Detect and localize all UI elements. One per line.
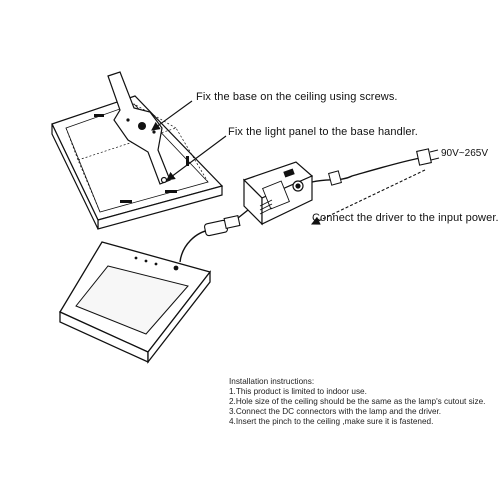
- instruction-item: 3.Connect the DC connectors with the lam…: [229, 407, 442, 416]
- arrow-fix-panel: [166, 135, 227, 181]
- panel-cable: [179, 229, 211, 263]
- arrow-connect-driver: [311, 169, 426, 225]
- arrow-fix-base: [151, 100, 193, 131]
- instruction-item: 2.Hole size of the ceiling should be the…: [229, 397, 486, 406]
- input-cable-clip: [328, 170, 342, 186]
- callout-connect-driver: Connect the driver to the input power.: [312, 212, 499, 224]
- callout-fix-panel: Fix the light panel to the base handler.: [228, 126, 418, 138]
- mounting-bracket: [107, 71, 171, 185]
- power-plug-icon: [416, 148, 440, 166]
- instruction-item: 1.This product is limited to indoor use.: [229, 387, 367, 396]
- instruction-item: 4.Insert the pinch to the ceiling ,make …: [229, 417, 434, 426]
- light-panel: [59, 241, 212, 364]
- led-driver: [242, 161, 314, 226]
- voltage-label: 90V~265V: [441, 148, 488, 159]
- input-cable: [311, 157, 421, 183]
- callout-fix-base: Fix the base on the ceiling using screws…: [196, 91, 398, 103]
- dc-connector: [204, 215, 241, 237]
- ceiling-base: [51, 95, 224, 230]
- instructions-heading: Installation instructions:: [229, 377, 315, 386]
- installation-instructions: Installation instructions: 1.This produc…: [229, 377, 491, 427]
